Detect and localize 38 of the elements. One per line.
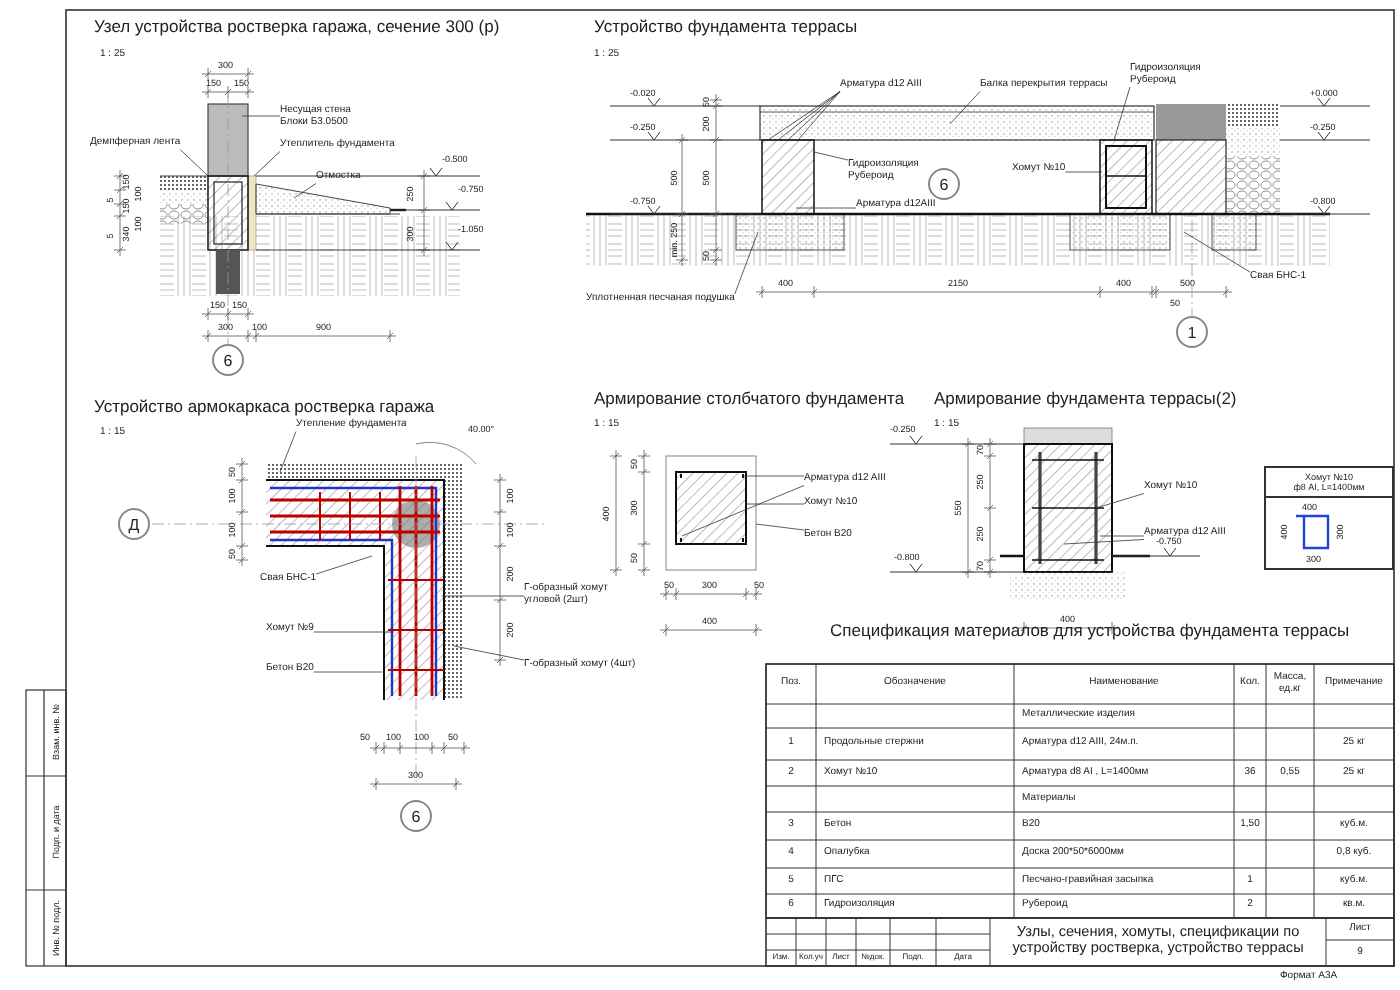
leader-line bbox=[279, 431, 297, 473]
drawing-title: Армирование фундамента террасы(2) bbox=[934, 390, 1237, 410]
leader-line bbox=[313, 631, 395, 633]
leader-line bbox=[1064, 171, 1103, 173]
axis-bubble: Д bbox=[118, 508, 150, 540]
leader-line bbox=[1063, 539, 1145, 545]
leader-line bbox=[741, 475, 805, 477]
leader-line bbox=[453, 645, 525, 661]
leader-line bbox=[1113, 86, 1131, 141]
leader-line bbox=[1183, 231, 1251, 273]
axis-bubble: 1 bbox=[1176, 316, 1208, 348]
axis-bubble: 6 bbox=[212, 344, 244, 376]
axis-bubble: 6 bbox=[928, 168, 960, 200]
leader-line bbox=[797, 91, 841, 141]
leader-line bbox=[1095, 493, 1145, 509]
leader-line bbox=[734, 231, 759, 295]
leader-line bbox=[315, 555, 373, 575]
axis-bubble: 6 bbox=[400, 800, 432, 832]
drawing-title: Узел устройства ростверка гаража, сечение 300 (р) bbox=[94, 18, 500, 38]
leader-line bbox=[313, 671, 383, 673]
leader-line bbox=[813, 151, 849, 161]
leader-line bbox=[755, 523, 805, 531]
table-title: Спецификация материалов для устройства фундамента террасы bbox=[830, 622, 1350, 642]
drawing-title: Армирование столбчатого фундамента bbox=[594, 390, 905, 410]
leader-line bbox=[241, 115, 281, 117]
leader-line bbox=[441, 595, 525, 597]
leader-line bbox=[293, 183, 317, 199]
column-footing-drawing bbox=[609, 449, 763, 637]
leader-line bbox=[787, 91, 841, 141]
drawing-title: Устройство армокаркаса ростверка гаража bbox=[94, 398, 435, 418]
leader-line bbox=[949, 91, 981, 125]
leader-line bbox=[253, 151, 281, 177]
leader-line bbox=[795, 207, 857, 209]
detail-box bbox=[1264, 466, 1394, 570]
leader-line bbox=[1099, 535, 1145, 537]
leader-line bbox=[179, 149, 209, 177]
drawing-title: Устройство фундамента террасы bbox=[594, 18, 858, 38]
leader-line bbox=[745, 503, 805, 505]
